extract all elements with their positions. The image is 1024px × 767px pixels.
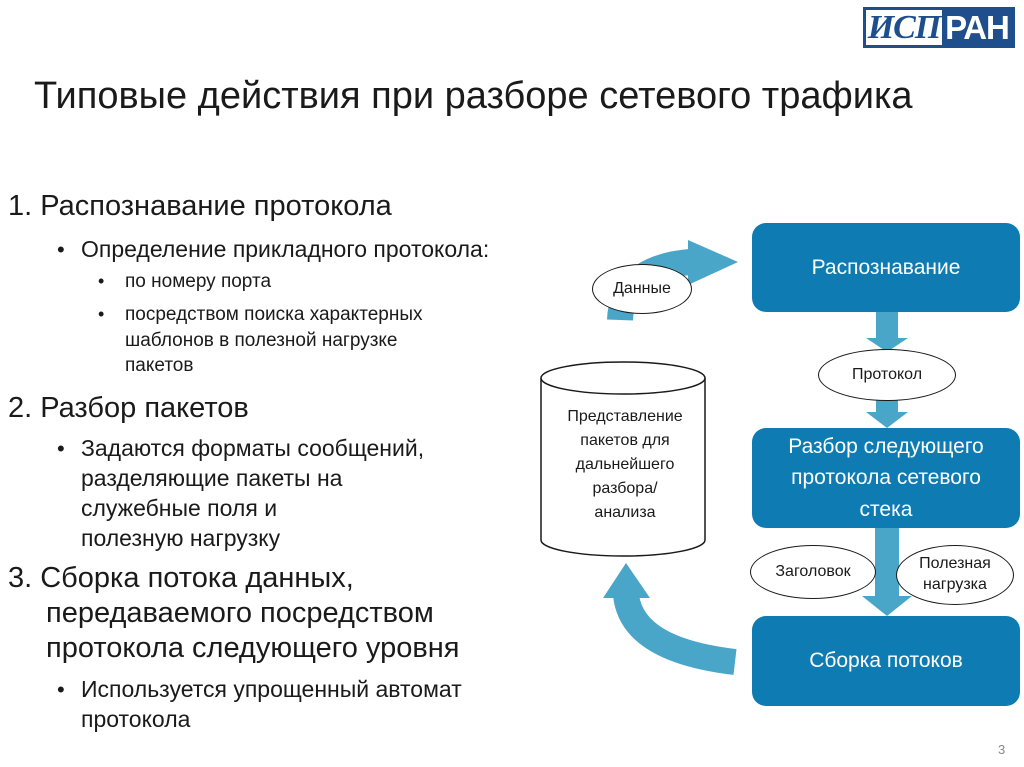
bullet-dot: • xyxy=(98,271,105,291)
ispras-logo: ИСП РАН xyxy=(863,7,1015,48)
oval-header-label: Заголовок xyxy=(775,562,851,580)
storage-label: Представление пакетов для дальнейшего ра… xyxy=(545,405,705,525)
list-item-3-line-1: 3. Сборка потока данных, xyxy=(8,562,354,594)
page-number: 3 xyxy=(998,742,1006,757)
list-item-1-sub-1-b-line-3: пакетов xyxy=(125,355,194,376)
arrow-recognition-to-parse xyxy=(876,312,898,338)
list-item-2-sub-1-line-3: служебные поля и xyxy=(81,495,278,521)
arrow-head-icon xyxy=(862,596,912,616)
oval-data: Данные xyxy=(592,264,692,314)
storage-cylinder-top xyxy=(540,361,706,395)
arrow-assembly-to-store xyxy=(613,592,737,675)
oval-header: Заголовок xyxy=(750,545,876,599)
bullet-dot: • xyxy=(57,436,65,461)
list-item-1-sub-1-b-line-2: шаблонов в полезной нагрузке xyxy=(125,330,398,351)
arrow-head-icon xyxy=(866,412,908,428)
storage-label-line: дальнейшего xyxy=(575,456,675,473)
list-item-1: 1. Распознавание протокола xyxy=(8,190,392,222)
oval-payload-label-line: нагрузка xyxy=(923,576,987,593)
list-item-3-line-2: передаваемого посредством xyxy=(46,597,434,629)
list-item-2: 2. Разбор пакетов xyxy=(8,392,249,424)
arrow-head-icon xyxy=(866,338,908,352)
bullet-dot: • xyxy=(57,677,65,702)
logo-part-isp: ИСП xyxy=(867,8,942,46)
list-item-1-sub-1: Определение прикладного протокола: xyxy=(81,236,490,262)
storage-cylinder xyxy=(540,378,706,557)
box-parse-protocol: Разбор следующего протокола сетевого сте… xyxy=(752,428,1020,528)
box-parse-label-line: протокола сетевого xyxy=(791,466,981,490)
list-item-3-line-3: протокола следующего уровня xyxy=(46,632,460,664)
box-parse-label-line: Разбор следующего xyxy=(788,434,984,458)
list-item-2-sub-1-line-2: разделяющие пакеты на xyxy=(81,465,343,491)
list-item-2-sub-1-line-1: Задаются форматы сообщений, xyxy=(81,435,425,461)
oval-payload-label-line: Полезная xyxy=(919,555,991,573)
oval-protocol-label: Протокол xyxy=(851,365,923,383)
list-item-3-sub-1-line-1: Используется упрощенный автомат xyxy=(81,676,462,702)
box-assembly: Сборка потоков xyxy=(752,616,1020,706)
bullet-dot: • xyxy=(98,304,105,324)
arrow-head-icon xyxy=(603,563,650,598)
slide-title: Типовые действия при разборе сетевого тр… xyxy=(34,75,913,117)
oval-protocol: Протокол xyxy=(818,349,956,401)
arrow-parse-to-assembly xyxy=(875,528,899,598)
storage-label-line: пакетов для xyxy=(580,432,670,449)
list-item-2-sub-1-line-4: полезную нагрузку xyxy=(81,525,281,551)
box-recognition: Распознавание xyxy=(752,223,1020,312)
box-recognition-label: Распознавание xyxy=(811,255,961,279)
storage-label-line: анализа xyxy=(594,504,656,521)
arrow-head-icon xyxy=(688,240,738,285)
oval-data-label: Данные xyxy=(613,279,671,297)
storage-label-line: разбора/ xyxy=(592,480,658,497)
box-parse-label-line: стека xyxy=(859,497,913,521)
arrow-protocol-to-parse xyxy=(876,400,898,414)
list-item-3-sub-1-line-2: протокола xyxy=(81,706,191,732)
list-item-1-sub-1-a: по номеру порта xyxy=(125,271,272,292)
logo-part-ran: РАН xyxy=(942,9,1012,46)
oval-payload: Полезная нагрузка xyxy=(896,545,1014,605)
storage-label-line: Представление xyxy=(567,408,683,425)
bullet-dot: • xyxy=(57,237,65,262)
box-assembly-label: Сборка потоков xyxy=(809,649,963,673)
list-item-1-sub-1-b-line-1: посредством поиска характерных xyxy=(125,304,423,325)
